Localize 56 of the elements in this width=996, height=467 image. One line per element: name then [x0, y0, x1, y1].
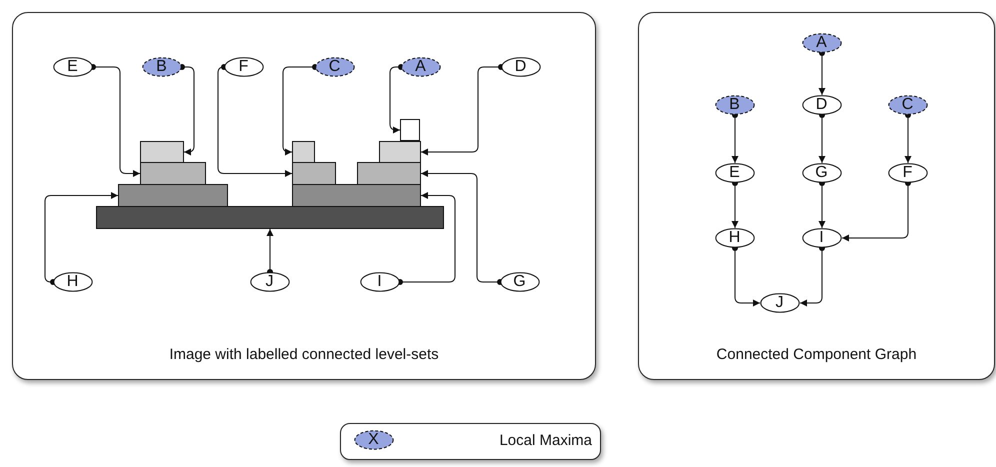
panel-caption: Image with labelled connected level-sets — [168, 346, 440, 363]
region-label-ellipse: F — [224, 56, 264, 76]
region-label-ellipse: E — [52, 56, 92, 76]
level-set-block — [378, 140, 420, 162]
level-set-block — [96, 206, 444, 228]
level-set-block — [140, 140, 184, 162]
region-label-ellipse: J — [250, 272, 290, 292]
region-label-ellipse: G — [802, 162, 842, 182]
region-label-ellipse: G — [500, 272, 540, 292]
level-set-block — [292, 140, 314, 162]
leader-line — [266, 228, 274, 275]
local-maximum-ellipse: B — [142, 56, 182, 76]
arrow — [732, 245, 760, 306]
leader-line — [397, 192, 456, 285]
level-set-block — [356, 162, 420, 184]
arrow — [904, 112, 912, 164]
arrow — [842, 180, 911, 242]
level-set-block — [292, 184, 420, 206]
region-label-ellipse: I — [360, 272, 400, 292]
region-label-ellipse: E — [714, 162, 754, 182]
arrow — [732, 112, 738, 164]
leader-line — [420, 170, 503, 285]
region-label-ellipse: I — [802, 228, 842, 248]
level-set-block — [400, 118, 420, 140]
arrow — [818, 112, 826, 164]
local-maximum-ellipse: B — [714, 94, 754, 114]
legend-box — [340, 423, 601, 460]
arrow — [818, 50, 826, 96]
leader-line — [282, 64, 318, 156]
region-label-ellipse: D — [500, 56, 540, 76]
panel — [638, 12, 995, 380]
arrow — [818, 180, 826, 228]
leader-line — [90, 64, 140, 177]
local-maximum-ellipse: C — [314, 56, 354, 76]
panel-caption: Connected Component Graph — [715, 346, 918, 363]
arrow — [732, 180, 738, 228]
leader-line — [390, 64, 404, 134]
level-set-block — [140, 162, 206, 184]
region-label-ellipse: H — [714, 228, 754, 248]
panel — [12, 12, 596, 380]
leader-line — [179, 64, 194, 156]
level-set-block — [118, 184, 228, 206]
level-set-block — [292, 162, 336, 184]
box-label: Local Maxima — [499, 432, 592, 449]
region-label-ellipse: D — [802, 94, 842, 114]
region-label-ellipse: H — [52, 272, 92, 292]
leader-line — [218, 64, 292, 177]
local-maximum-ellipse: A — [802, 32, 842, 52]
local-maximum-ellipse: C — [888, 94, 928, 114]
region-label-ellipse: J — [760, 292, 800, 312]
local-maximum-ellipse: A — [400, 56, 440, 76]
legend-symbol: X — [354, 430, 394, 450]
leader-line — [44, 192, 118, 285]
arrow — [800, 245, 825, 306]
leader-line — [420, 64, 504, 156]
region-label-ellipse: F — [888, 162, 928, 182]
